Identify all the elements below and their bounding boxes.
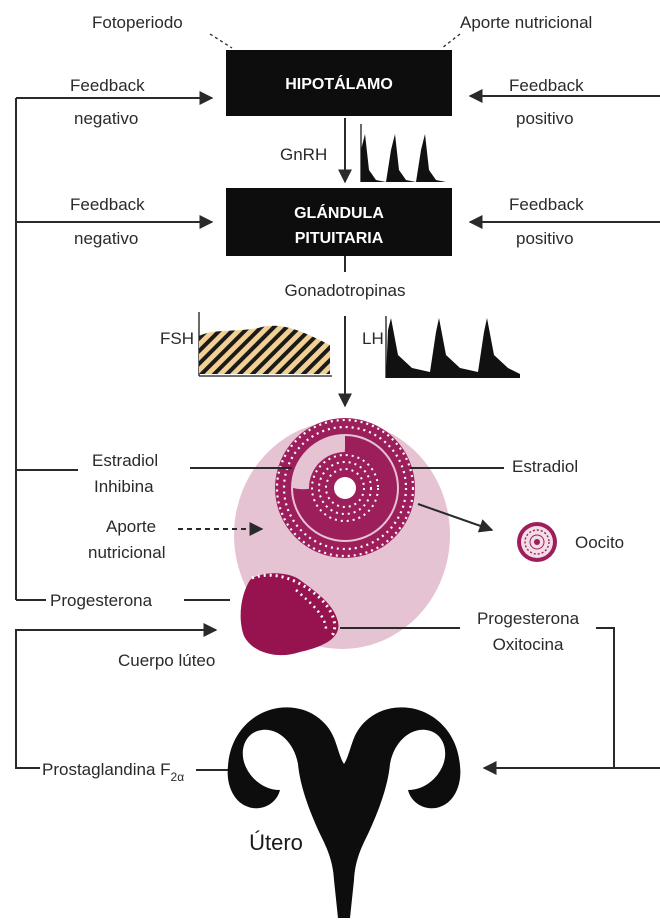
photoperiod-connector — [210, 34, 232, 48]
feedback-negative-mid-word: Feedback — [70, 195, 145, 214]
progesterone-left-label: Progesterona — [50, 591, 153, 610]
hypothalamus-label: HIPOTÁLAMO — [285, 74, 393, 93]
inhibin-label: Inhibina — [94, 477, 154, 496]
estradiol-left-label: Estradiol — [92, 451, 158, 470]
feedback-negative-top-type: negativo — [74, 109, 138, 128]
oocyte — [517, 522, 557, 562]
gnrh-pulse-graph — [361, 124, 446, 182]
cl-output-connector-b — [596, 628, 614, 768]
ovary-nutrition-line1: Aporte — [106, 517, 156, 536]
nutrition-input-connector — [442, 34, 460, 48]
uterus-label: Útero — [249, 830, 303, 855]
fsh-level-graph — [199, 312, 332, 376]
feedback-negative-mid-type: negativo — [74, 229, 138, 248]
pituitary-label-line2: PITUITARIA — [295, 230, 384, 247]
nutrition-input-label: Aporte nutricional — [460, 13, 592, 32]
progesterone-right-label: Progesterona — [477, 609, 580, 628]
lh-pulse-graph — [386, 316, 520, 378]
pituitary-label-line1: GLÁNDULA — [294, 203, 384, 222]
follicle — [275, 418, 415, 558]
feedback-positive-mid-type: positivo — [516, 229, 574, 248]
gnrh-label: GnRH — [280, 145, 327, 164]
feedback-positive-mid-word: Feedback — [509, 195, 584, 214]
feedback-positive-top-type: positivo — [516, 109, 574, 128]
feedback-negative-top-word: Feedback — [70, 76, 145, 95]
oocyte-label: Oocito — [575, 533, 624, 552]
feedback-positive-top-word: Feedback — [509, 76, 584, 95]
lh-label: LH — [362, 329, 384, 348]
prostaglandin-subscript: 2α — [171, 770, 185, 784]
prostaglandin-label: Prostaglandina F2α — [42, 760, 184, 784]
oxytocin-label: Oxitocina — [493, 635, 564, 654]
gonadotropins-label: Gonadotropinas — [285, 281, 406, 300]
photoperiod-label: Fotoperiodo — [92, 13, 183, 32]
corpus-luteum-label: Cuerpo lúteo — [118, 651, 215, 670]
fsh-label: FSH — [160, 329, 194, 348]
ovary-nutrition-line2: nutricional — [88, 543, 166, 562]
uterus — [228, 707, 461, 918]
estradiol-right-label: Estradiol — [512, 457, 578, 476]
